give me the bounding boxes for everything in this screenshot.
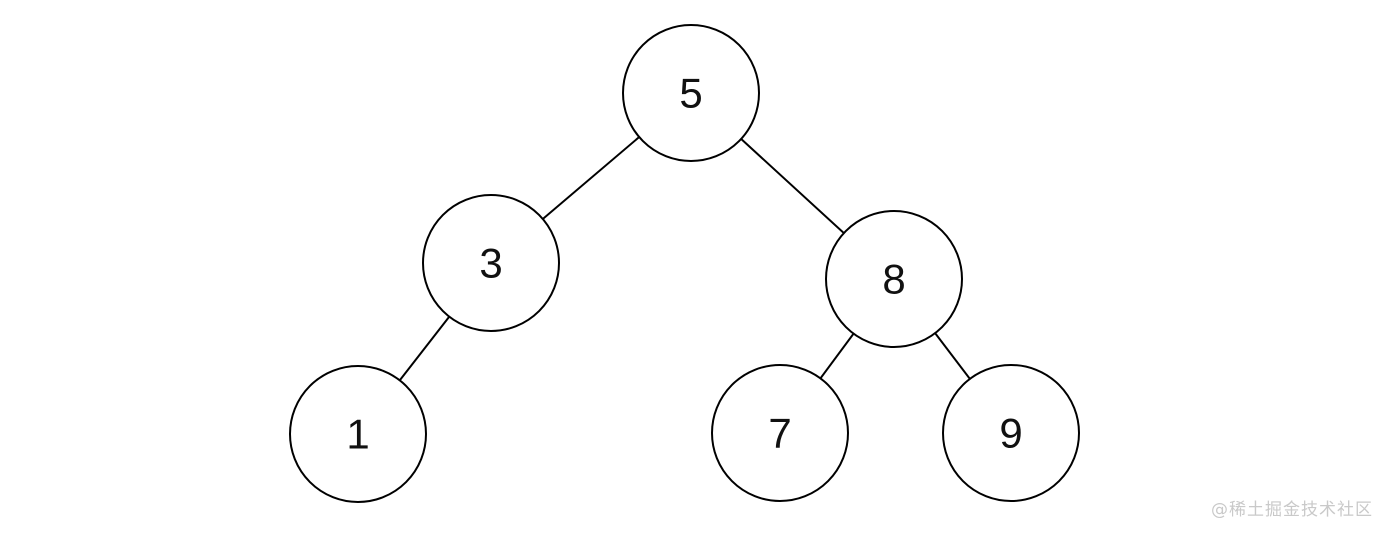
tree-node-circle-7 [711,364,849,502]
tree-node-circle-3 [422,194,560,332]
tree-node-circle-5 [622,24,760,162]
tree-node-label-1: 1 [346,411,369,458]
tree-node-circle-8 [825,210,963,348]
tree-node-label-8: 8 [882,256,905,303]
tree-node-label-7: 7 [768,410,791,457]
tree-node-label-9: 9 [999,410,1022,457]
tree-node-7: 7 [711,364,849,502]
tree-node-1: 1 [289,365,427,503]
tree-node-8: 8 [825,210,963,348]
tree-node-3: 3 [422,194,560,332]
tree-node-5: 5 [622,24,760,162]
tree-node-circle-1 [289,365,427,503]
tree-node-label-3: 3 [479,240,502,287]
tree-node-label-5: 5 [679,70,702,117]
tree-node-circle-9 [942,364,1080,502]
tree-node-9: 9 [942,364,1080,502]
